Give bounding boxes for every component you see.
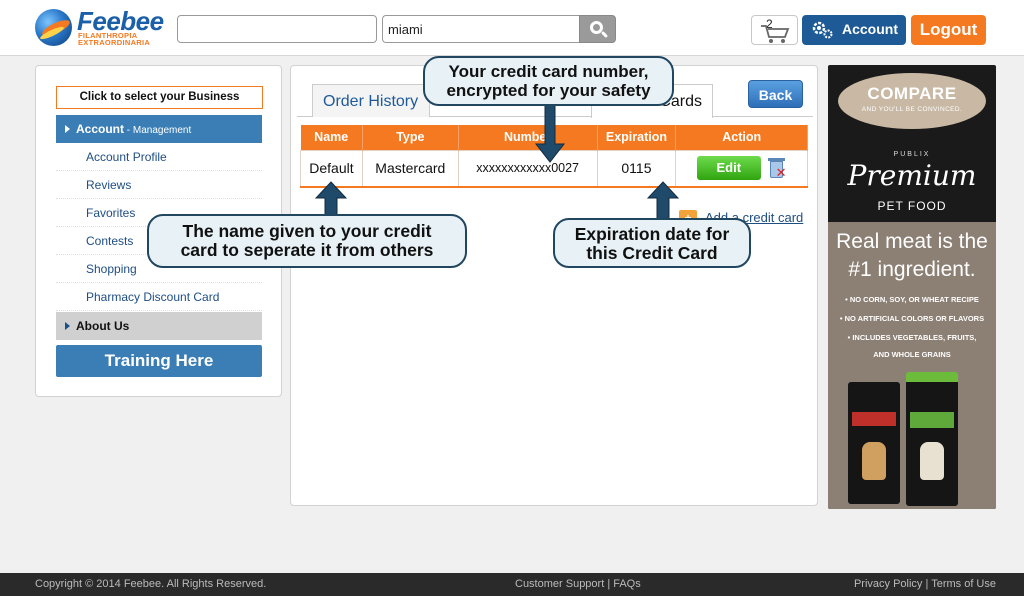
ad-headline: Real meat is the #1 ingredient. [828,228,996,284]
account-head-label: Account [76,122,124,136]
arrow-up-icon [315,181,347,217]
globe-icon [35,9,72,46]
back-button[interactable]: Back [748,80,803,108]
sidebar-item-reviews[interactable]: Reviews [56,171,262,199]
ad-lower-panel: Real meat is the #1 ingredient. • NO COR… [828,222,996,509]
policy-links[interactable]: Privacy Policy | Terms of Use [853,578,996,590]
card-action-cell: Edit ✕ [675,149,808,188]
ad-publix: PUBLIX [893,151,931,158]
callout-card-name: The name given to your credit card to se… [147,214,467,268]
ad-pet-food: PET FOOD [877,199,947,213]
callout-card-number: Your credit card number, encrypted for y… [423,56,674,106]
col-action: Action [675,125,808,150]
ad-bullet: AND WHOLE GRAINS [873,350,951,359]
logout-button[interactable]: Logout [911,15,986,45]
ad-premium: Premium [847,159,977,192]
trash-icon[interactable]: ✕ [767,156,787,180]
training-button[interactable]: Training Here [56,345,262,377]
main-panel: Order History Credit Cards Back Name Typ… [290,65,818,506]
card-type-cell: Mastercard [361,149,459,188]
tab-order-history[interactable]: Order History [312,84,430,117]
ad-compare: COMPARE [867,84,957,103]
about-head-label: About Us [76,319,130,333]
ad-compare-sub: AND YOU'LL BE CONVINCED. [861,106,963,113]
arrow-down-icon [534,104,566,163]
triangle-right-icon [65,322,70,330]
logo-tagline-2: EXTRAORDINARIA [78,38,151,47]
business-search-input[interactable] [177,15,377,43]
header: Feebee FILANTHROPIA EXTRAORDINARIA 2 Acc… [0,0,1024,56]
account-label: Account [842,21,898,37]
col-name: Name [300,125,363,150]
ad-bullet: • INCLUDES VEGETABLES, FRUITS, [847,333,977,342]
ad-product-bag [906,372,958,506]
gear-icon [812,21,833,39]
arrow-up-icon [647,181,679,221]
cart-count: 2 [766,17,773,31]
cart-button[interactable]: 2 [751,15,798,45]
callout-expiration: Expiration date for this Credit Card [553,218,751,268]
account-head-sub: - Management [124,125,192,136]
account-button[interactable]: Account [802,15,906,45]
sidebar-item-pharmacy[interactable]: Pharmacy Discount Card [56,283,262,311]
callout-line: this Credit Card [586,243,718,263]
callout-line: The name given to your credit [182,221,432,241]
sidebar-head-account[interactable]: Account - Management [56,115,262,143]
edit-button[interactable]: Edit [696,156,761,181]
support-links[interactable]: Customer Support | FAQs [515,578,641,590]
card-number-cell: xxxxxxxxxxxx0027 [457,149,598,188]
logo-tagline-1: FILANTHROPIA [78,31,138,40]
ad-bullet: • NO ARTIFICIAL COLORS OR FLAVORS [839,314,985,323]
callout-line: Expiration date for [574,224,730,244]
sidebar-item-shopping[interactable]: Shopping [56,255,262,283]
callout-line: card to seperate it from others [180,240,434,260]
sidebar-head-about[interactable]: About Us [56,312,262,340]
copyright: Copyright © 2014 Feebee. All Rights Rese… [35,578,267,590]
footer: Copyright © 2014 Feebee. All Rights Rese… [0,573,1024,596]
sidebar-item-account-profile[interactable]: Account Profile [56,143,262,171]
search-button[interactable] [579,15,616,43]
cart-icon [761,25,790,43]
triangle-right-icon [65,125,70,133]
feebee-logo[interactable]: Feebee FILANTHROPIA EXTRAORDINARIA [35,6,164,47]
table-header-row: Name Type Number Expiration Action [300,125,808,150]
col-expiration: Expiration [597,125,677,150]
logo-wordmark: Feebee [77,6,164,36]
col-type: Type [362,125,459,150]
advertisement[interactable]: COMPARE AND YOU'LL BE CONVINCED. PUBLIX … [828,65,996,509]
dog-icon [920,442,944,480]
ad-compare-badge: COMPARE AND YOU'LL BE CONVINCED. [838,73,986,129]
callout-line: encrypted for your safety [446,81,651,100]
dog-icon [862,442,886,480]
ad-headline-1: Real meat is the [836,230,988,253]
business-select-button[interactable]: Click to select your Business [56,86,263,109]
col-number: Number [458,125,598,150]
callout-line: Your credit card number, [448,62,649,81]
ad-headline-2: #1 ingredient. [848,258,976,281]
ad-product-bag [848,382,900,504]
location-search-input[interactable] [382,15,580,43]
ad-bullet: • NO CORN, SOY, OR WHEAT RECIPE [845,295,979,304]
